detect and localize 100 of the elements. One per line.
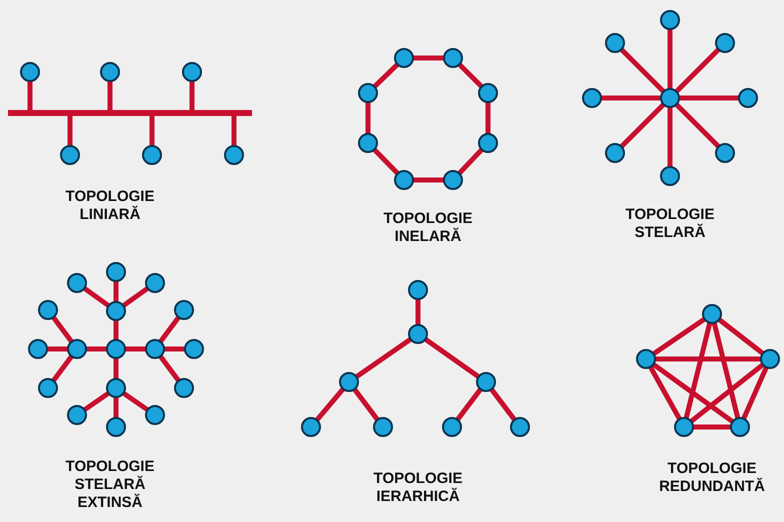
node-circle	[106, 378, 126, 398]
node-circle	[738, 88, 758, 108]
node-circle	[301, 417, 321, 437]
link-line	[679, 96, 739, 100]
topology-label: TOPOLOGIE IERARHICĂ	[372, 470, 464, 506]
node-circle	[510, 417, 530, 437]
link-line	[47, 346, 68, 352]
node-circle	[702, 304, 722, 324]
node-circle	[394, 48, 414, 68]
link-line	[232, 116, 236, 146]
node-circle	[145, 405, 165, 425]
node-circle	[38, 378, 58, 398]
link-line	[314, 387, 346, 422]
node-circle	[582, 88, 602, 108]
link-line	[413, 178, 444, 182]
node-circle	[106, 339, 126, 359]
link-line	[668, 107, 672, 167]
node-circle	[730, 417, 750, 437]
node-circle	[100, 62, 120, 82]
link-line	[416, 299, 420, 325]
node-circle	[224, 145, 244, 165]
link-line	[366, 102, 370, 134]
link-line	[648, 366, 682, 420]
link-line	[122, 391, 150, 412]
link-line	[51, 354, 74, 382]
node-circle	[358, 83, 378, 103]
link-line	[601, 96, 661, 100]
link-line	[424, 337, 480, 379]
node-circle	[339, 372, 359, 392]
link-line	[82, 391, 110, 412]
node-circle	[408, 324, 428, 344]
link-line	[352, 388, 380, 422]
link-line	[68, 116, 72, 146]
node-circle	[60, 145, 80, 165]
link-line	[652, 362, 734, 424]
link-line	[114, 281, 118, 302]
link-line	[652, 317, 706, 356]
link-line	[489, 388, 517, 422]
node-circle	[142, 145, 162, 165]
link-line	[684, 322, 712, 419]
node-circle	[443, 170, 463, 190]
link-line	[741, 366, 769, 420]
node-circle	[373, 417, 393, 437]
node-circle	[660, 166, 680, 186]
link-line	[190, 81, 194, 110]
node-circle	[443, 48, 463, 68]
link-line	[125, 346, 146, 352]
link-line	[455, 388, 483, 422]
node-circle	[184, 339, 204, 359]
link-line	[28, 81, 32, 110]
link-line	[372, 62, 400, 89]
topology-label: TOPOLOGIE LINIARĂ	[64, 188, 156, 224]
link-line	[693, 424, 731, 430]
link-line	[114, 358, 118, 379]
link-line	[51, 316, 74, 344]
node-circle	[106, 301, 126, 321]
node-circle	[174, 378, 194, 398]
link-line	[668, 29, 672, 89]
link-line	[82, 286, 110, 308]
node-circle	[636, 349, 656, 369]
link-line	[114, 320, 118, 340]
link-line	[108, 81, 112, 110]
topology-label: TOPOLOGIE INELARĂ	[382, 210, 474, 246]
node-circle	[20, 62, 40, 82]
link-line	[620, 102, 666, 148]
link-line	[158, 316, 181, 344]
node-circle	[67, 273, 87, 293]
link-line	[718, 318, 764, 356]
link-line	[458, 62, 484, 88]
node-circle	[67, 339, 87, 359]
link-line	[712, 322, 740, 419]
link-line	[655, 356, 761, 362]
link-line	[674, 102, 720, 148]
node-circle	[442, 417, 462, 437]
link-line	[372, 148, 400, 176]
node-circle	[38, 300, 58, 320]
link-line	[158, 354, 181, 382]
node-circle	[605, 143, 625, 163]
link-line	[150, 116, 154, 146]
node-circle	[478, 83, 498, 103]
node-circle	[145, 339, 165, 359]
topology-label: TOPOLOGIE REDUNDANTĂ	[658, 460, 766, 496]
node-circle	[182, 62, 202, 82]
link-line	[690, 362, 764, 424]
link-line	[457, 148, 484, 176]
node-circle	[478, 133, 498, 153]
link-line	[164, 346, 185, 352]
node-circle	[358, 133, 378, 153]
node-circle	[715, 33, 735, 53]
node-circle	[660, 88, 680, 108]
link-line	[354, 337, 412, 379]
link-line	[413, 56, 444, 60]
node-circle	[760, 349, 780, 369]
node-circle	[106, 417, 126, 437]
link-line	[620, 48, 666, 94]
node-circle	[174, 300, 194, 320]
node-circle	[145, 273, 165, 293]
node-circle	[476, 372, 496, 392]
node-circle	[408, 280, 428, 300]
node-circle	[715, 143, 735, 163]
